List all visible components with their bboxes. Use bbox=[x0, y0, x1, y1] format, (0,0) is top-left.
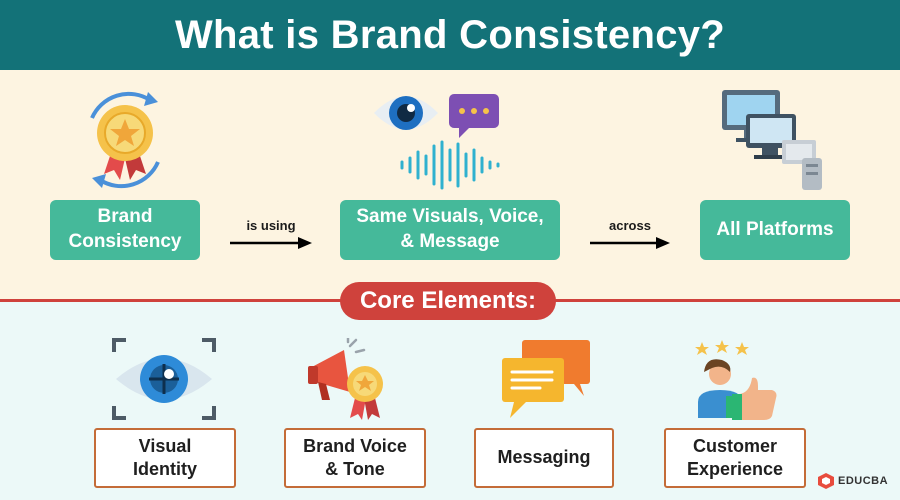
badge-cycle-icon bbox=[90, 91, 160, 189]
multi-device-icon bbox=[722, 90, 822, 190]
box-line: Brand bbox=[97, 206, 153, 228]
core-item-visual-identity: Visual Identity bbox=[94, 428, 236, 488]
core-item-label: Brand Voice bbox=[303, 435, 407, 456]
core-item-label: Customer bbox=[692, 435, 777, 456]
chat-dots-icon bbox=[449, 94, 499, 138]
brand-consistency-box: Brand Consistency bbox=[50, 200, 200, 260]
all-platforms-box: All Platforms bbox=[700, 200, 850, 260]
core-item-brand-voice: Brand Voice & Tone bbox=[284, 428, 426, 488]
core-item-messaging: Messaging bbox=[474, 428, 614, 488]
soundwave-icon bbox=[400, 140, 500, 190]
eye-target-icon bbox=[112, 338, 216, 420]
thumbs-up-stars-icon bbox=[695, 340, 777, 420]
box-line: Same Visuals, Voice, bbox=[356, 206, 544, 228]
arrow-right-icon bbox=[230, 237, 312, 249]
same-visuals-box: Same Visuals, Voice, & Message bbox=[340, 200, 560, 260]
arrow-label: across bbox=[609, 218, 651, 233]
educba-logo-text: EDUCBA bbox=[838, 475, 889, 487]
arrow-right-icon bbox=[590, 237, 670, 249]
box-line: All Platforms bbox=[716, 218, 834, 240]
core-item-customer-experience: Customer Experience bbox=[664, 428, 806, 488]
box-line: & Message bbox=[400, 231, 500, 252]
header-banner: What is Brand Consistency? bbox=[0, 0, 900, 70]
megaphone-badge-icon bbox=[308, 338, 383, 420]
chat-bubbles-icon bbox=[502, 340, 590, 418]
core-item-label: Identity bbox=[132, 459, 197, 479]
core-item-label: Visual bbox=[138, 435, 192, 456]
arrow-label: is using bbox=[246, 218, 296, 233]
core-title: Core Elements: bbox=[359, 287, 537, 314]
educba-logo: EDUCBA bbox=[818, 470, 898, 492]
arrow-across: across bbox=[590, 218, 670, 250]
core-item-label: Experience bbox=[686, 459, 784, 479]
eye-icon bbox=[374, 96, 438, 130]
core-item-label: Messaging bbox=[497, 447, 591, 468]
box-line: Consistency bbox=[68, 231, 182, 252]
arrow-is-using: is using bbox=[230, 218, 312, 250]
page-title: What is Brand Consistency? bbox=[174, 12, 726, 57]
core-elements-pill: Core Elements: bbox=[340, 282, 556, 320]
core-item-label: & Tone bbox=[325, 459, 385, 479]
educba-logo-icon bbox=[818, 473, 834, 489]
